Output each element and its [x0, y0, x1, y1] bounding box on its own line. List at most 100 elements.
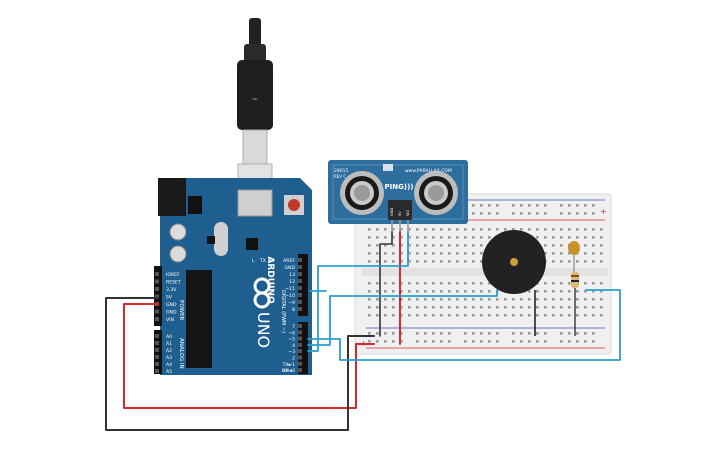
- digital-pin-top-hole-3[interactable]: [298, 279, 302, 283]
- rail-bottom-hole-1-7[interactable]: [424, 340, 427, 343]
- digital-pin-top-hole-2[interactable]: [298, 272, 302, 276]
- terminal-hole-a-2-28[interactable]: [592, 244, 595, 247]
- digital-pin-top-hole-1[interactable]: [298, 265, 302, 269]
- terminal-hole-a-1-22[interactable]: [544, 236, 547, 239]
- terminal-hole-b-0-9[interactable]: [440, 282, 443, 285]
- terminal-hole-a-4-23[interactable]: [552, 260, 555, 263]
- power-pin-hole-2[interactable]: [155, 287, 159, 291]
- terminal-hole-a-0-18[interactable]: [512, 228, 515, 231]
- terminal-hole-b-2-20[interactable]: [528, 298, 531, 301]
- rail-bottom-hole-0-10[interactable]: [448, 332, 451, 335]
- terminal-hole-a-3-7[interactable]: [424, 252, 427, 255]
- terminal-hole-b-4-0[interactable]: [368, 314, 371, 317]
- terminal-hole-b-1-21[interactable]: [536, 290, 539, 293]
- terminal-hole-b-0-4[interactable]: [400, 282, 403, 285]
- terminal-hole-a-1-26[interactable]: [576, 236, 579, 239]
- rail-bottom-hole-0-18[interactable]: [512, 332, 515, 335]
- terminal-hole-b-3-18[interactable]: [512, 306, 515, 309]
- terminal-hole-a-4-8[interactable]: [432, 260, 435, 263]
- terminal-hole-a-1-24[interactable]: [560, 236, 563, 239]
- rail-bottom-hole-1-15[interactable]: [488, 340, 491, 343]
- terminal-hole-b-3-1[interactable]: [376, 306, 379, 309]
- terminal-hole-b-2-9[interactable]: [440, 298, 443, 301]
- rail-top-hole-1-27[interactable]: [584, 212, 587, 215]
- terminal-hole-b-1-7[interactable]: [424, 290, 427, 293]
- terminal-hole-a-2-22[interactable]: [544, 244, 547, 247]
- terminal-hole-b-2-23[interactable]: [552, 298, 555, 301]
- terminal-hole-b-0-13[interactable]: [472, 282, 475, 285]
- terminal-hole-a-2-3[interactable]: [392, 244, 395, 247]
- terminal-hole-a-2-2[interactable]: [384, 244, 387, 247]
- terminal-hole-a-3-8[interactable]: [432, 252, 435, 255]
- terminal-hole-b-1-20[interactable]: [528, 290, 531, 293]
- terminal-hole-b-0-14[interactable]: [480, 282, 483, 285]
- terminal-hole-a-2-6[interactable]: [416, 244, 419, 247]
- terminal-hole-a-1-3[interactable]: [392, 236, 395, 239]
- rail-top-hole-0-26[interactable]: [576, 204, 579, 207]
- terminal-hole-b-4-15[interactable]: [488, 314, 491, 317]
- terminal-hole-a-0-23[interactable]: [552, 228, 555, 231]
- rail-top-hole-0-27[interactable]: [584, 204, 587, 207]
- terminal-hole-a-2-29[interactable]: [600, 244, 603, 247]
- rail-bottom-hole-0-8[interactable]: [432, 332, 435, 335]
- terminal-hole-b-3-15[interactable]: [488, 306, 491, 309]
- terminal-hole-b-0-10[interactable]: [448, 282, 451, 285]
- terminal-hole-a-3-10[interactable]: [448, 252, 451, 255]
- terminal-hole-a-0-15[interactable]: [488, 228, 491, 231]
- terminal-hole-b-0-29[interactable]: [600, 282, 603, 285]
- terminal-hole-b-1-10[interactable]: [448, 290, 451, 293]
- terminal-hole-a-4-14[interactable]: [480, 260, 483, 263]
- terminal-hole-b-2-25[interactable]: [568, 298, 571, 301]
- rail-top-hole-0-24[interactable]: [560, 204, 563, 207]
- terminal-hole-a-3-3[interactable]: [392, 252, 395, 255]
- terminal-hole-b-3-5[interactable]: [408, 306, 411, 309]
- digital-pin-bottom-hole-2[interactable]: [298, 336, 302, 341]
- terminal-hole-b-2-28[interactable]: [592, 298, 595, 301]
- terminal-hole-b-3-20[interactable]: [528, 306, 531, 309]
- terminal-hole-a-2-10[interactable]: [448, 244, 451, 247]
- terminal-hole-b-0-0[interactable]: [368, 282, 371, 285]
- rail-bottom-hole-1-24[interactable]: [560, 340, 563, 343]
- rail-top-hole-1-15[interactable]: [488, 212, 491, 215]
- rail-bottom-hole-1-28[interactable]: [592, 340, 595, 343]
- terminal-hole-a-4-5[interactable]: [408, 260, 411, 263]
- terminal-hole-b-0-1[interactable]: [376, 282, 379, 285]
- terminal-hole-a-2-7[interactable]: [424, 244, 427, 247]
- terminal-hole-a-3-11[interactable]: [456, 252, 459, 255]
- terminal-hole-a-0-28[interactable]: [592, 228, 595, 231]
- terminal-hole-a-0-3[interactable]: [392, 228, 395, 231]
- terminal-hole-a-2-13[interactable]: [472, 244, 475, 247]
- rail-bottom-hole-0-20[interactable]: [528, 332, 531, 335]
- terminal-hole-a-2-0[interactable]: [368, 244, 371, 247]
- terminal-hole-a-0-16[interactable]: [496, 228, 499, 231]
- terminal-hole-b-0-24[interactable]: [560, 282, 563, 285]
- terminal-hole-b-2-18[interactable]: [512, 298, 515, 301]
- terminal-hole-b-3-24[interactable]: [560, 306, 563, 309]
- terminal-hole-a-0-21[interactable]: [536, 228, 539, 231]
- terminal-hole-a-1-1[interactable]: [376, 236, 379, 239]
- terminal-hole-b-0-25[interactable]: [568, 282, 571, 285]
- terminal-hole-b-0-2[interactable]: [384, 282, 387, 285]
- rail-bottom-hole-0-21[interactable]: [536, 332, 539, 335]
- terminal-hole-a-3-12[interactable]: [464, 252, 467, 255]
- terminal-hole-b-2-7[interactable]: [424, 298, 427, 301]
- terminal-hole-a-2-1[interactable]: [376, 244, 379, 247]
- rail-bottom-hole-0-22[interactable]: [544, 332, 547, 335]
- terminal-hole-b-3-26[interactable]: [576, 306, 579, 309]
- rail-bottom-hole-1-8[interactable]: [432, 340, 435, 343]
- rail-top-hole-1-21[interactable]: [536, 212, 539, 215]
- terminal-hole-b-4-21[interactable]: [536, 314, 539, 317]
- rail-top-hole-0-21[interactable]: [536, 204, 539, 207]
- rail-bottom-hole-0-2[interactable]: [384, 332, 387, 335]
- terminal-hole-b-1-6[interactable]: [416, 290, 419, 293]
- rail-top-hole-0-14[interactable]: [480, 204, 483, 207]
- terminal-hole-b-4-28[interactable]: [592, 314, 595, 317]
- terminal-hole-b-2-16[interactable]: [496, 298, 499, 301]
- rail-bottom-hole-0-1[interactable]: [376, 332, 379, 335]
- rail-top-hole-1-18[interactable]: [512, 212, 515, 215]
- terminal-hole-a-0-11[interactable]: [456, 228, 459, 231]
- terminal-hole-a-4-3[interactable]: [392, 260, 395, 263]
- terminal-hole-b-4-23[interactable]: [552, 314, 555, 317]
- rail-bottom-hole-1-22[interactable]: [544, 340, 547, 343]
- terminal-hole-b-3-16[interactable]: [496, 306, 499, 309]
